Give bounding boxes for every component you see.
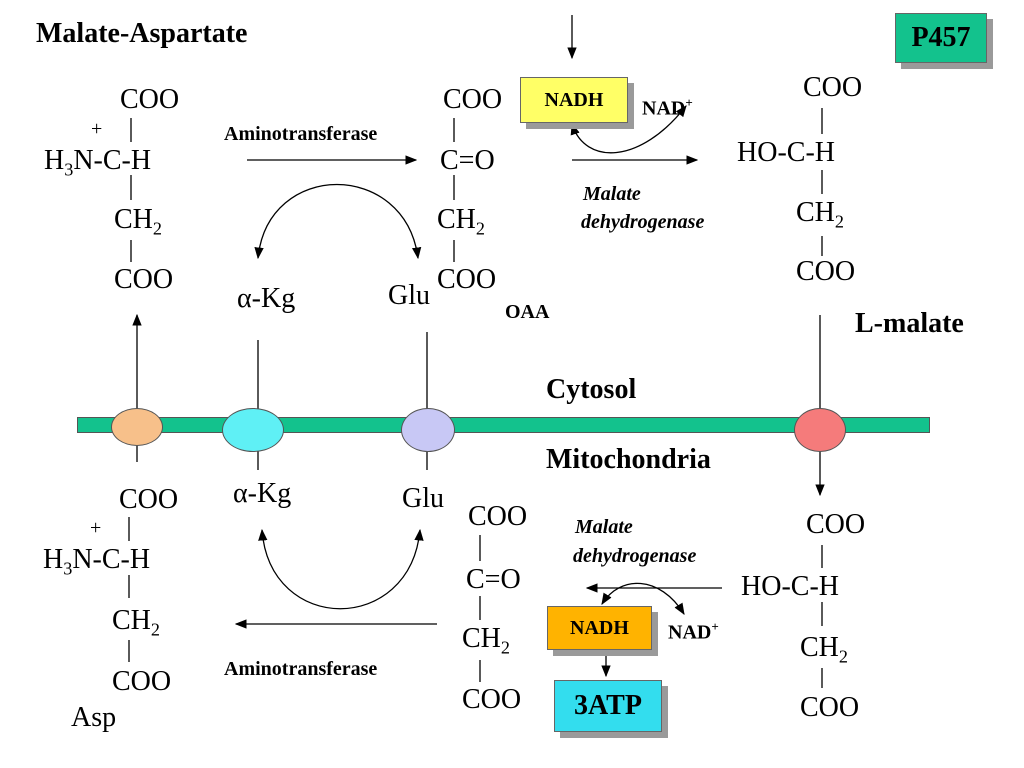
enzyme-label-line2-mito: dehydrogenase bbox=[573, 545, 697, 567]
akg-label-mito: α-Kg bbox=[233, 478, 292, 509]
ch2-group: CH2 bbox=[800, 632, 848, 667]
nad-label-mito: NAD+ bbox=[668, 619, 719, 644]
plus-charge: + bbox=[91, 118, 103, 140]
page-title: Malate-Aspartate bbox=[36, 18, 248, 49]
ch2-group: CH2 bbox=[437, 204, 485, 239]
hydroxy-group: HO-C-H bbox=[737, 137, 835, 168]
asp-label: Asp bbox=[71, 702, 117, 733]
malate-carrier bbox=[794, 408, 846, 452]
slide-number-badge: P457 bbox=[895, 13, 987, 63]
nad-label-cytosol: NAD+ bbox=[642, 95, 693, 120]
transamination-curve-mito bbox=[258, 528, 424, 610]
nadh-curve-cytosol bbox=[570, 105, 687, 154]
plus-charge: + bbox=[90, 517, 102, 539]
ch2-group: CH2 bbox=[462, 623, 510, 658]
cytosol-label: Cytosol bbox=[546, 374, 637, 405]
nadh-box-cytosol: NADH bbox=[520, 77, 628, 123]
aminotransferase-label-cytosol: Aminotransferase bbox=[224, 123, 378, 145]
carboxyl-top: COO bbox=[806, 509, 866, 540]
keto-group: C=O bbox=[466, 564, 521, 595]
carboxyl-bottom: COO bbox=[462, 684, 522, 715]
aminotransferase-label-mito: Aminotransferase bbox=[224, 658, 378, 680]
carboxyl-bottom: COO bbox=[114, 264, 174, 295]
amine-group: H3N-C-H bbox=[43, 544, 151, 579]
mitochondria-label: Mitochondria bbox=[546, 444, 711, 475]
enzyme-label-line1-cytosol: Malate bbox=[583, 183, 641, 205]
oaa-label: OAA bbox=[505, 301, 550, 323]
l-malate-label: L-malate bbox=[855, 308, 964, 339]
carboxyl-top: COO bbox=[468, 501, 528, 532]
akg-carrier bbox=[222, 408, 284, 452]
enzyme-label-line2-cytosol: dehydrogenase bbox=[581, 211, 705, 233]
glu-label-mito: Glu bbox=[402, 483, 444, 514]
ch2-group: CH2 bbox=[114, 204, 162, 239]
hydroxy-group: HO-C-H bbox=[741, 571, 839, 602]
ch2-group: CH2 bbox=[112, 605, 160, 640]
carboxyl-bottom: COO bbox=[437, 264, 497, 295]
carboxyl-top: COO bbox=[443, 84, 503, 115]
carboxyl-top: COO bbox=[119, 484, 179, 515]
carboxyl-top: COO bbox=[120, 84, 180, 115]
glu-label-cytosol: Glu bbox=[388, 280, 430, 311]
glu-carrier bbox=[401, 408, 455, 452]
keto-group: C=O bbox=[440, 145, 495, 176]
atp-box: 3ATP bbox=[554, 680, 662, 732]
enzyme-label-line1-mito: Malate bbox=[575, 516, 633, 538]
aspartate-carrier bbox=[111, 408, 163, 446]
nadh-curve-mito bbox=[601, 582, 685, 615]
carboxyl-bottom: COO bbox=[800, 692, 860, 723]
carboxyl-bottom: COO bbox=[112, 666, 172, 697]
nadh-box-mito: NADH bbox=[547, 606, 652, 650]
carboxyl-top: COO bbox=[803, 72, 863, 103]
transamination-curve-cytosol bbox=[254, 184, 422, 260]
mitochondrial-membrane bbox=[77, 417, 930, 433]
amine-group: H3N-C-H bbox=[44, 145, 152, 180]
carboxyl-bottom: COO bbox=[796, 256, 856, 287]
akg-label-cytosol: α-Kg bbox=[237, 283, 296, 314]
ch2-group: CH2 bbox=[796, 197, 844, 232]
